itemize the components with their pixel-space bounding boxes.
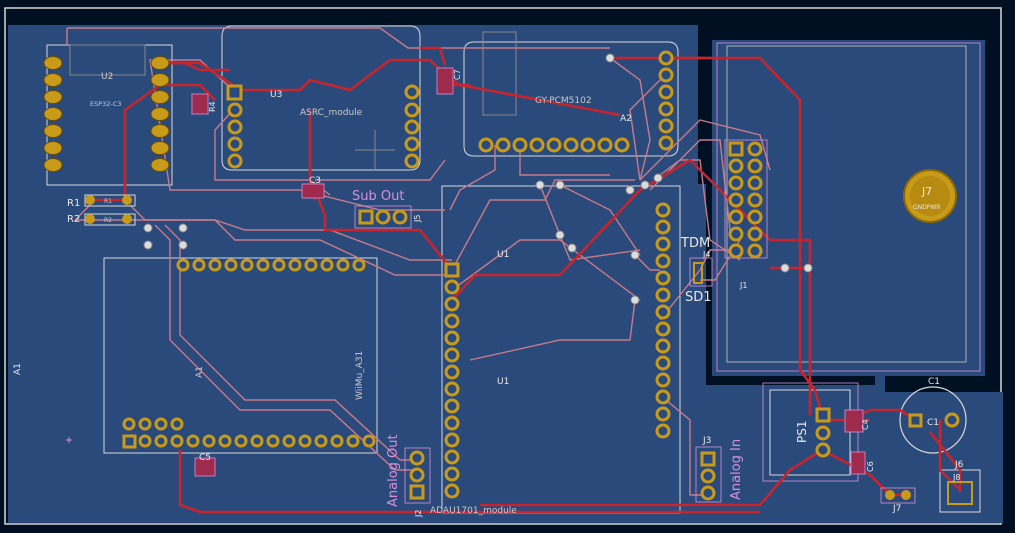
label-u3: U3 — [270, 90, 282, 100]
j4-pads — [693, 262, 703, 284]
gndpwr-pad[interactable] — [903, 169, 957, 223]
j1-courtyard — [724, 139, 768, 259]
label-r4: R4 — [208, 101, 217, 112]
label-analog-out: Analog Out — [386, 434, 401, 507]
j5-connector[interactable] — [354, 205, 412, 229]
label-a2: A2 — [620, 114, 632, 124]
j7-courtyard — [880, 487, 916, 504]
j3-courtyard — [695, 446, 722, 503]
label-c6: C6 — [866, 461, 875, 472]
label-gndpwr: GNDPWR — [913, 204, 940, 211]
label-u1-top: U1 — [497, 250, 509, 260]
label-r2-pad: R2 — [104, 217, 112, 224]
adau-pins-right — [655, 202, 671, 439]
label-j7-pad: J7 — [921, 185, 932, 198]
label-u1-mid: U1 — [497, 377, 509, 387]
j7-connector[interactable] — [880, 487, 916, 504]
label-c1-top: C1 — [928, 377, 940, 387]
display-courtyard — [716, 42, 981, 372]
label-sub-out: Sub Out — [352, 189, 404, 204]
label-adau: ADAU1701_module — [430, 506, 517, 516]
label-asrc: ASRC_module — [300, 108, 363, 118]
label-gy: GY-PCM5102 — [535, 96, 592, 106]
label-j2: J2 — [414, 510, 423, 518]
j4-courtyard — [689, 257, 713, 287]
asrc-pins — [226, 84, 420, 169]
c1-pads — [908, 412, 960, 428]
wiimu-outline — [103, 257, 378, 454]
r2-resistor[interactable] — [84, 213, 136, 226]
label-c1-pad: C1 — [927, 418, 939, 428]
label-c7: C7 — [453, 69, 462, 80]
markers — [66, 437, 72, 443]
j5-courtyard — [354, 205, 412, 229]
label-u2: U2 — [101, 72, 113, 82]
label-r1: R1 — [67, 198, 80, 209]
j4-connector[interactable] — [689, 257, 713, 287]
label-sd1: SD1 — [685, 290, 712, 305]
pcm5102-jack — [482, 31, 517, 116]
label-r1-pad: R1 — [104, 198, 112, 205]
c1-outline — [899, 386, 967, 454]
r1-body — [84, 194, 136, 207]
label-a1-module: A1 — [195, 366, 205, 378]
j3-connector[interactable] — [695, 446, 722, 503]
label-c3: C3 — [309, 176, 321, 186]
gndpwr-inner — [910, 176, 950, 216]
copper-zone-right — [712, 40, 985, 376]
j6-connector[interactable] — [947, 481, 973, 505]
smd-parts — [191, 67, 866, 477]
j2-connector[interactable] — [404, 447, 431, 504]
label-ps1: PS1 — [795, 421, 809, 444]
esp32-pins — [43, 56, 170, 172]
j6-pads — [947, 481, 973, 505]
label-tdm: TDM — [680, 236, 710, 251]
esp32-antenna — [69, 44, 146, 76]
label-j7: J7 — [892, 504, 901, 514]
pcm5102-pins — [478, 50, 674, 153]
adau-pins-left — [444, 262, 460, 499]
vias — [143, 53, 813, 305]
label-analog-in: Analog In — [729, 439, 744, 500]
j1-header[interactable] — [724, 139, 768, 259]
label-r2: R2 — [67, 214, 80, 225]
r1-resistor[interactable] — [84, 194, 136, 207]
label-a1-left: A1 — [13, 363, 23, 375]
label-j5: J5 — [413, 215, 422, 223]
label-j1: J1 — [739, 281, 747, 290]
label-j3: J3 — [702, 436, 711, 446]
board-edge — [4, 7, 1002, 525]
label-c4: C4 — [861, 419, 870, 430]
asrc-outline — [221, 25, 421, 171]
label-j8: J8 — [952, 473, 960, 482]
label-esp: ESP32-C3 — [90, 100, 121, 108]
label-j6: J6 — [954, 460, 964, 470]
wiimu-pins-top — [176, 258, 366, 272]
label-wiimu: WiiMu_A31 — [355, 351, 365, 400]
label-j4: J4 — [702, 250, 710, 259]
r2-body — [84, 213, 136, 226]
label-c5: C5 — [199, 453, 211, 463]
j2-courtyard — [404, 447, 431, 504]
wiimu-pins-bottom — [122, 417, 376, 449]
ps1-pins — [815, 407, 831, 458]
